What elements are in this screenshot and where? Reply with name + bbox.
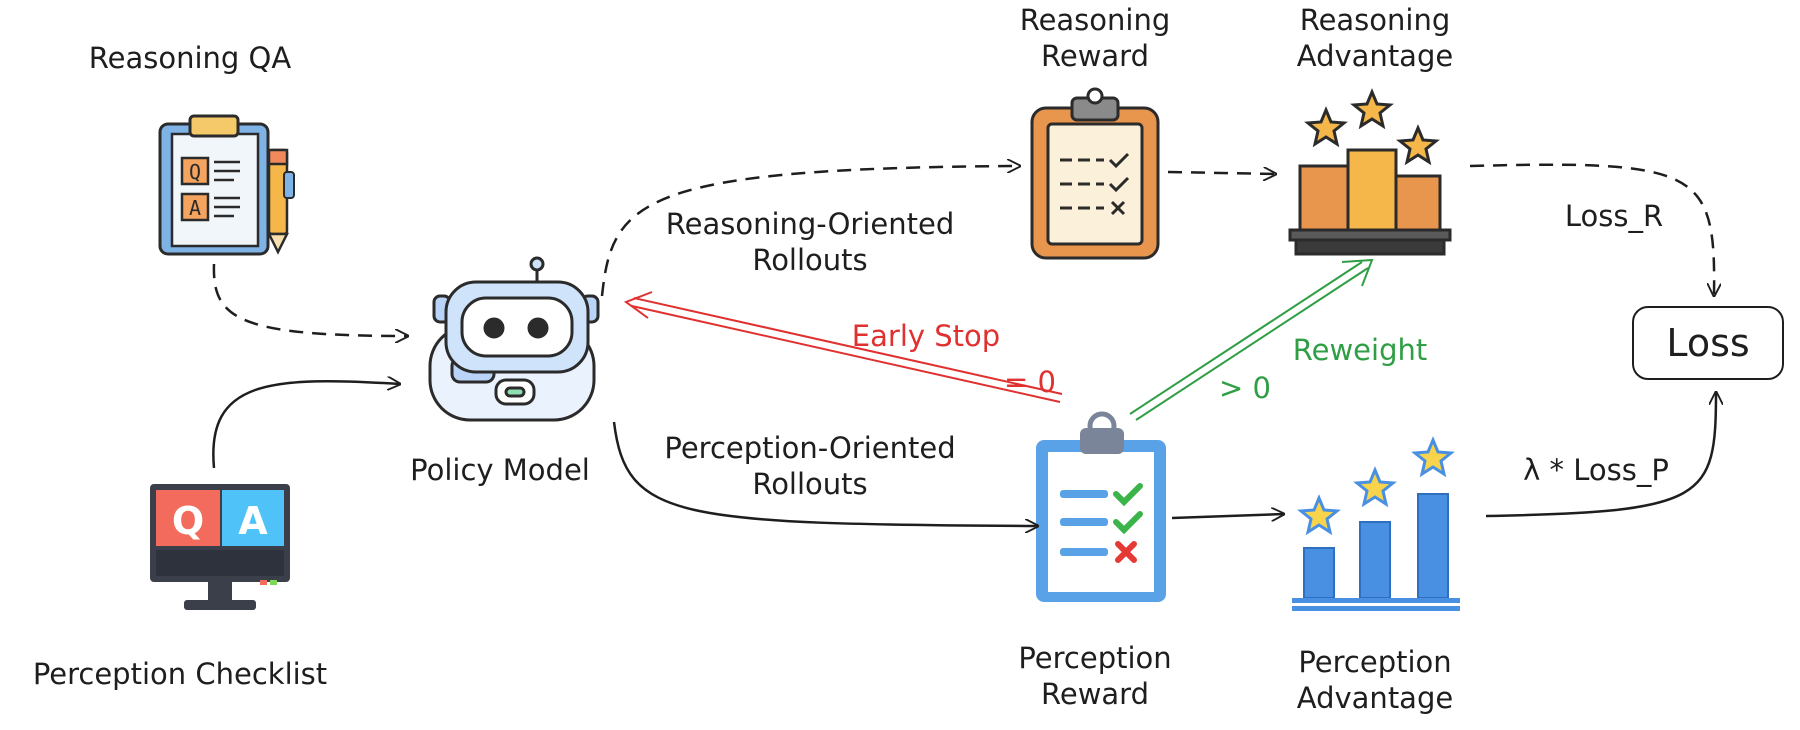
edge-reasoning-reward-to-advantage (1167, 172, 1276, 174)
early-stop-label: Early Stop (851, 319, 1001, 353)
gt-zero-label: > 0 (1219, 371, 1271, 405)
robot-icon (428, 256, 600, 422)
edge-early-stop (623, 291, 1063, 403)
policy-model-label: Policy Model (410, 453, 590, 487)
eq-zero-label: = 0 (1004, 365, 1056, 399)
edge-reasoning-advantage-to-loss (1469, 163, 1714, 296)
loss-p-label: λ * Loss_P (1523, 453, 1669, 487)
edge-perception-reward-to-advantage (1171, 514, 1284, 518)
svg-text:Q: Q (172, 499, 204, 543)
edge-perception-advantage-to-loss (1485, 392, 1716, 518)
reweight-label: Reweight (1292, 333, 1428, 367)
perception-advantage-bar-icon (1292, 436, 1460, 611)
edge-reasoning-qa-to-policy (212, 263, 408, 336)
perception-checklist-label: Perception Checklist (32, 657, 328, 691)
reasoning-qa-label: Reasoning QA (88, 41, 292, 75)
svg-text:Q: Q (189, 160, 201, 184)
reasoning-qa-clipboard-icon: Q A (158, 114, 295, 256)
edge-reweight (1129, 258, 1374, 421)
perception-reward-clipboard-icon (1036, 411, 1166, 602)
edge-policy-to-perception-reward (612, 421, 1038, 526)
loss-r-label: Loss_R (1564, 199, 1664, 233)
reasoning-advantage-podium-icon (1288, 88, 1452, 256)
svg-text:A: A (238, 499, 268, 543)
edge-perception-checklist-to-policy (212, 381, 400, 469)
perception-checklist-monitor-icon: Q A (150, 484, 290, 610)
reasoning-reward-clipboard-icon (1030, 87, 1160, 260)
loss-node: Loss (1632, 306, 1784, 380)
edge-policy-to-reasoning-reward (600, 166, 1020, 297)
svg-text:A: A (189, 196, 201, 220)
